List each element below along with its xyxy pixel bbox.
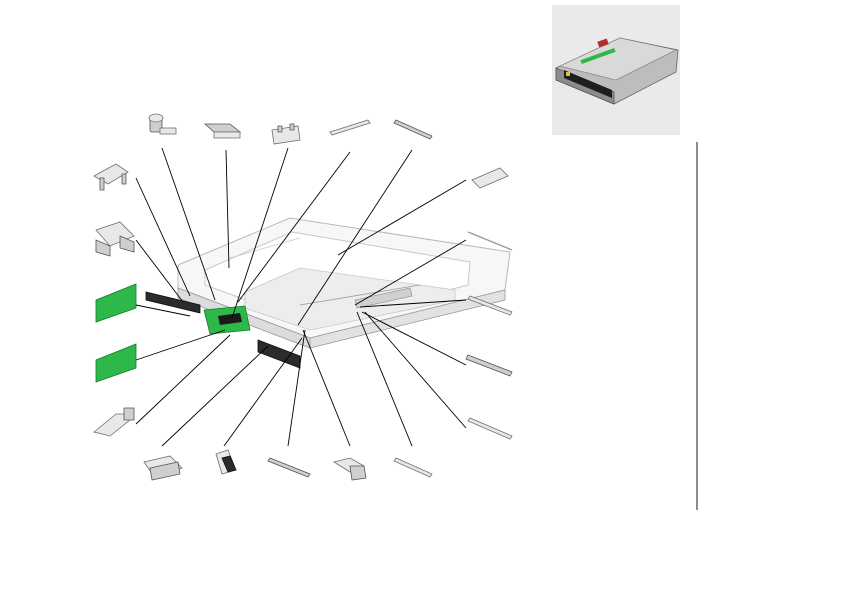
cage-bracket-part (95, 221, 135, 257)
right-rail-1-part (467, 295, 513, 316)
callout-thin-rail-1 (237, 151, 351, 303)
right-rail-2-part (465, 354, 513, 377)
pad-part (471, 167, 509, 189)
callout-right-rail-2 (361, 311, 467, 366)
callout-pad (337, 179, 467, 256)
callout-front-bracket (231, 147, 289, 319)
callout-left-bracket-3 (135, 334, 231, 425)
thin-rail-1-part (329, 119, 371, 136)
top-bracket-part (203, 123, 242, 139)
front-bracket-part (271, 123, 301, 145)
callout-thumbscrew (161, 147, 216, 301)
thumbscrew-part (148, 113, 177, 135)
pcb-2-part (95, 343, 137, 383)
right-rail-3-part (467, 417, 513, 440)
callout-right-rail-1 (359, 299, 467, 308)
callout-top-bracket (225, 149, 230, 269)
latch-part (332, 457, 367, 481)
main-chassis (145, 217, 511, 369)
callout-right-rail-3 (364, 311, 467, 429)
bottom-rail-3-part (393, 457, 433, 478)
assembled-unit-inset (552, 5, 680, 135)
callout-pcb-2 (135, 329, 226, 361)
callout-thin-rail-2 (297, 149, 413, 326)
callout-bottom-rail-3 (356, 311, 413, 447)
callout-cage-bracket (135, 239, 184, 303)
wire-rail-part (467, 231, 513, 251)
bottom-rail-1-part (267, 457, 311, 478)
bottom-bracket-part (143, 455, 183, 481)
callout-bottom-bracket (161, 345, 269, 447)
callout-wire-rail (354, 239, 467, 306)
callout-left-bracket-1 (135, 177, 191, 297)
clip-part (215, 449, 237, 475)
callout-bottom-rail-1 (287, 329, 306, 447)
callout-latch (302, 329, 351, 447)
thin-rail-2-part (393, 119, 433, 140)
callout-clip (223, 337, 303, 447)
left-bracket-3-part (93, 407, 135, 437)
callout-pcb-1 (135, 304, 191, 317)
pcb-1-part (95, 283, 137, 323)
left-bracket-1-part (93, 163, 129, 191)
callout-lines (135, 147, 467, 447)
